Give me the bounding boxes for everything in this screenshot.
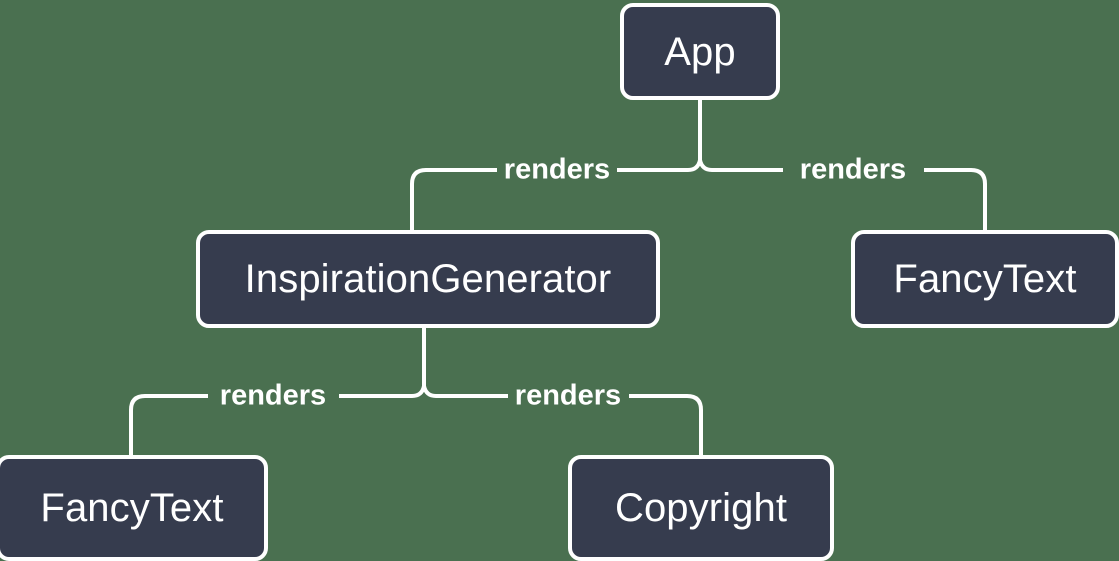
node-fancytext-left-label: FancyText <box>40 486 224 530</box>
edge-label-app-to-fancytext-right: renders <box>799 153 907 186</box>
edge-label-inspirationgenerator-to-copyright: renders <box>514 379 622 412</box>
node-copyright-label: Copyright <box>614 486 788 530</box>
node-fancytext-left[interactable]: FancyText <box>0 455 268 561</box>
edge-app-to-inspirationgenerator <box>410 168 497 230</box>
node-app[interactable]: App <box>620 3 780 100</box>
edge-ig-fork-left <box>339 385 426 398</box>
edge-app-fork-left <box>617 159 702 172</box>
node-inspirationgenerator[interactable]: InspirationGenerator <box>196 230 660 328</box>
edge-ig-fork-right <box>422 385 508 398</box>
edge-inspirationgenerator-to-copyright <box>629 394 703 455</box>
edge-app-fork-right <box>698 159 783 172</box>
edge-label-inspirationgenerator-to-fancytext-left: renders <box>219 379 327 412</box>
node-fancytext-right[interactable]: FancyText <box>851 230 1119 328</box>
node-copyright[interactable]: Copyright <box>568 455 834 561</box>
edge-app-to-fancytext-right <box>924 168 987 230</box>
node-fancytext-right-label: FancyText <box>893 257 1077 301</box>
edge-label-app-to-inspirationgenerator: renders <box>503 153 611 186</box>
node-app-label: App <box>664 29 736 74</box>
node-inspirationgenerator-label: InspirationGenerator <box>244 257 612 301</box>
edge-inspirationgenerator-to-fancytext-left <box>129 394 208 455</box>
